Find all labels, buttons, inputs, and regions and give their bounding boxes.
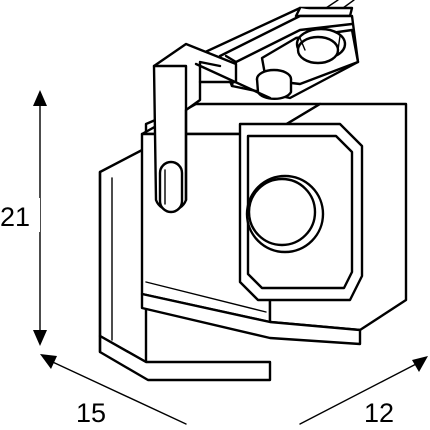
width-label: 15 [76,398,106,428]
width-dimension [40,354,187,425]
mounting-bracket [152,42,272,214]
track-adapter [186,0,360,101]
height-label: 21 [0,202,30,232]
depth-dimension [299,356,428,425]
height-dimension [2,90,47,346]
depth-label: 12 [364,398,394,428]
